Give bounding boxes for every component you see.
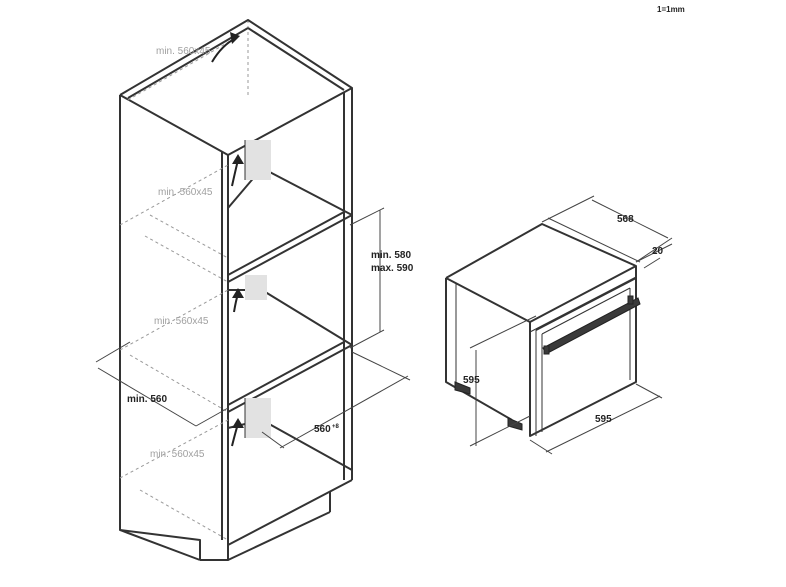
label-niche-height-max: max. 590 [371,263,414,274]
oven: 568 20 595 595 [445,195,673,455]
airflow-arrow-lower [231,418,244,447]
oven-side [445,278,513,421]
dim-oven-height [469,315,537,447]
dim-oven-width [529,383,663,455]
shelf-upper [227,167,353,283]
airflow-arrow-upper [231,154,244,187]
label-vent-middle: min. 560x45 [154,316,209,327]
dim-width [95,341,229,427]
label-oven-width: 595 [595,414,612,425]
label-vent-lower: min. 560x45 [150,449,205,460]
scale-note: 1=1mm [657,5,685,14]
label-vent-upper: min. 560x45 [158,187,213,198]
oven-top [445,223,637,323]
label-niche-height-min: min. 580 [371,250,411,261]
vent-lower [245,398,271,438]
vent-upper [245,140,271,180]
label-oven-depth: 568 [617,214,634,225]
oven-front [529,266,637,437]
cabinet-top [119,19,353,156]
label-oven-height: 595 [463,375,480,386]
dim-depth [261,351,411,449]
cabinet-left-side [119,95,201,561]
tall-cabinet: min. 580 max. 590 min. 560 560 +8 min. 5… [95,19,414,561]
label-depth: 560 [314,424,331,435]
label-width: min. 560 [127,394,167,405]
label-vent-top: min. 560x45 [156,46,211,57]
dim-oven-depth [541,195,673,263]
label-depth-tolerance: +8 [332,424,340,430]
airflow-arrow-top [211,32,240,63]
shelf-middle [227,289,353,413]
vent-middle [245,275,267,300]
dim-door-thickness [635,243,673,269]
airflow-arrow-middle [232,288,244,313]
dim-niche-height [349,207,385,349]
label-door-thickness: 20 [652,246,664,257]
